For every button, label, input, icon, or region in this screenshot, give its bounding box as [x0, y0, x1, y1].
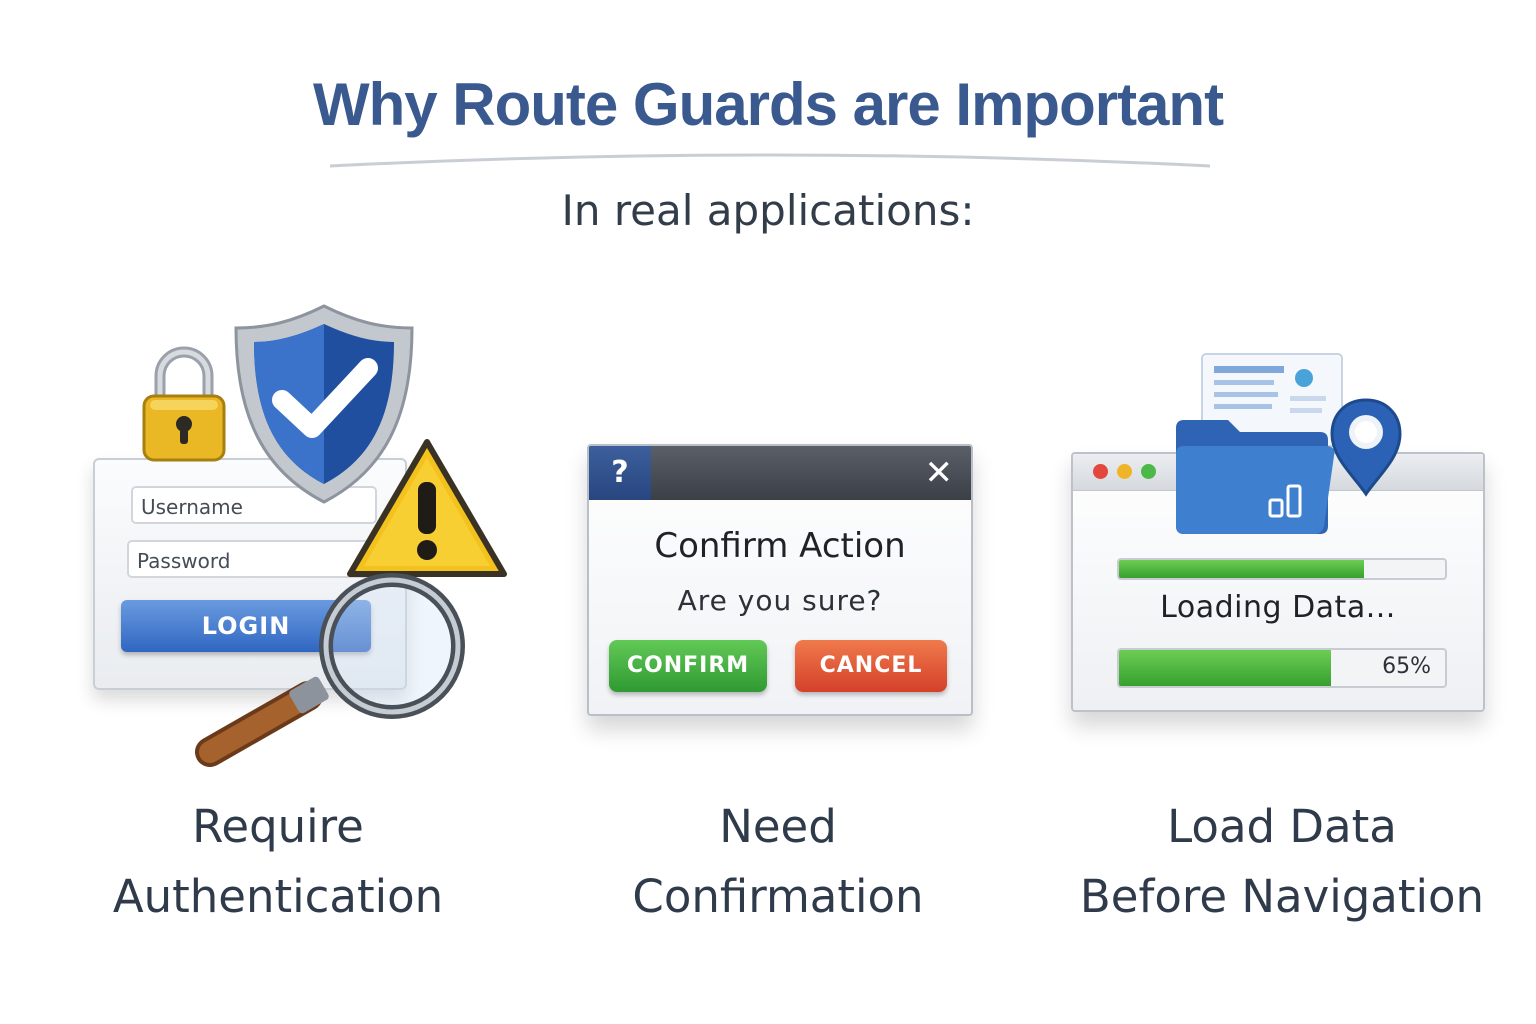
- close-dot-icon[interactable]: [1093, 464, 1108, 479]
- top-progress-fill: [1119, 560, 1364, 578]
- cancel-button[interactable]: CANCEL: [795, 640, 947, 692]
- subtitle: In real applications:: [561, 186, 975, 235]
- folder-icon: [1176, 420, 1335, 534]
- caption-confirmation: Need Confirmation: [578, 792, 978, 932]
- dialog-titlebar: ? ✕: [589, 446, 971, 500]
- confirm-dialog: ? ✕ Confirm Action Are you sure? CONFIRM…: [587, 444, 973, 716]
- shield-check-icon: [234, 304, 414, 504]
- warning-icon: [347, 439, 507, 577]
- page-title: Why Route Guards are Important: [312, 71, 1224, 138]
- dialog-message: Are you sure?: [677, 584, 883, 617]
- loading-label: Loading Data...: [1160, 590, 1396, 625]
- caption-line: Confirmation: [632, 870, 924, 923]
- minimize-dot-icon[interactable]: [1117, 464, 1132, 479]
- caption-load-data: Load Data Before Navigation: [1062, 792, 1502, 932]
- caption-authentication: Require Authentication: [78, 792, 478, 932]
- title-divider: [330, 153, 1210, 168]
- browser-window: Loading Data... 65%: [1071, 452, 1485, 712]
- close-icon[interactable]: ✕: [924, 453, 954, 493]
- confirm-button[interactable]: CONFIRM: [609, 640, 767, 692]
- caption-line: Require: [192, 800, 364, 853]
- location-pin-icon: [1330, 398, 1402, 497]
- password-field[interactable]: Password: [127, 540, 381, 578]
- caption-line: Before Navigation: [1079, 870, 1485, 923]
- dialog-title: Confirm Action: [654, 526, 906, 566]
- help-icon[interactable]: ?: [589, 446, 651, 500]
- progress-fill: [1119, 650, 1331, 686]
- caption-line: Authentication: [112, 870, 444, 923]
- caption-line: Load Data: [1167, 800, 1397, 853]
- progress-bar: 65%: [1117, 648, 1447, 688]
- progress-percent: 65%: [1382, 654, 1431, 679]
- magnifier-icon: [195, 573, 465, 767]
- maximize-dot-icon[interactable]: [1141, 464, 1156, 479]
- caption-line: Need: [719, 800, 837, 853]
- document-icon: [1201, 353, 1343, 447]
- top-progress-bar: [1117, 558, 1447, 580]
- padlock-icon: [142, 346, 226, 462]
